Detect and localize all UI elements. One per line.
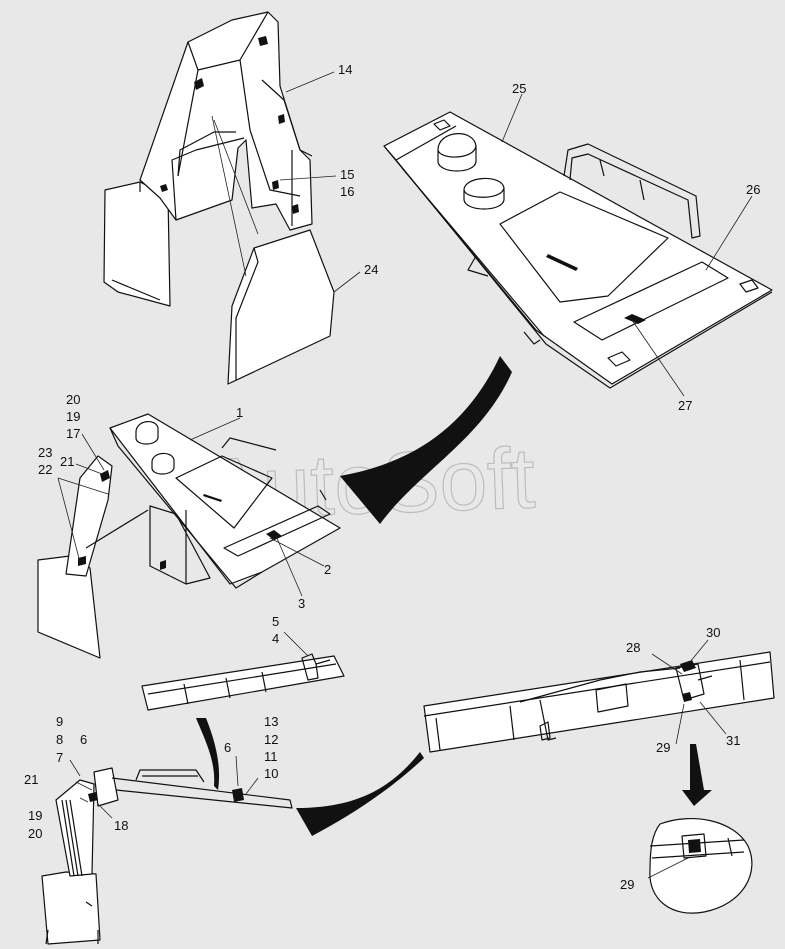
- beam-arrow: [196, 718, 220, 790]
- callout-31: 31: [726, 733, 740, 748]
- beam-link-arrow: [296, 752, 424, 836]
- callout-30: 30: [706, 625, 720, 640]
- callout-29b: 29: [620, 877, 634, 892]
- beam-detail: 5 4: [141, 614, 345, 711]
- assembled-view: 1 2 3 20 19 17 23 21 22: [37, 392, 341, 659]
- callout-8: 8: [56, 732, 63, 747]
- callout-4: 4: [272, 631, 279, 646]
- callout-5: 5: [272, 614, 279, 629]
- callout-17: 17: [66, 426, 80, 441]
- callout-20: 20: [66, 392, 80, 407]
- callout-21b: 21: [24, 772, 38, 787]
- callout-29a: 29: [656, 740, 670, 755]
- callout-23: 23: [38, 445, 52, 460]
- side-view: 9 8 7 6 21 19 20 18 13 12 11 10 6: [24, 714, 293, 945]
- callout-11: 11: [264, 749, 278, 764]
- callout-24: 24: [364, 262, 378, 277]
- callout-12: 12: [264, 732, 278, 747]
- callout-14: 14: [338, 62, 352, 77]
- assembly-arrow: [340, 356, 512, 524]
- callout-7: 7: [56, 750, 63, 765]
- callout-3: 3: [298, 596, 305, 611]
- platform-assembly: 25 26 27: [383, 81, 773, 413]
- callout-26: 26: [746, 182, 760, 197]
- callout-2: 2: [324, 562, 331, 577]
- detail-arrow: [682, 744, 712, 806]
- magnified-detail: 29: [620, 818, 753, 914]
- callout-16: 16: [340, 184, 354, 199]
- callout-22: 22: [38, 462, 52, 477]
- callout-27: 27: [678, 398, 692, 413]
- callout-13: 13: [264, 714, 278, 729]
- callout-28: 28: [626, 640, 640, 655]
- callout-6b: 6: [224, 740, 231, 755]
- callout-21: 21: [60, 454, 74, 469]
- callout-10: 10: [264, 766, 278, 781]
- callout-18: 18: [114, 818, 128, 833]
- long-beam: 28 30 29 31: [423, 625, 775, 755]
- callout-25: 25: [512, 81, 526, 96]
- callout-19b: 19: [28, 808, 42, 823]
- callout-9: 9: [56, 714, 63, 729]
- callout-20b: 20: [28, 826, 42, 841]
- callout-19: 19: [66, 409, 80, 424]
- frame-assembly: 14 15 16 24: [103, 11, 378, 385]
- callout-6a: 6: [80, 732, 87, 747]
- callout-15: 15: [340, 167, 354, 182]
- callout-1: 1: [236, 405, 243, 420]
